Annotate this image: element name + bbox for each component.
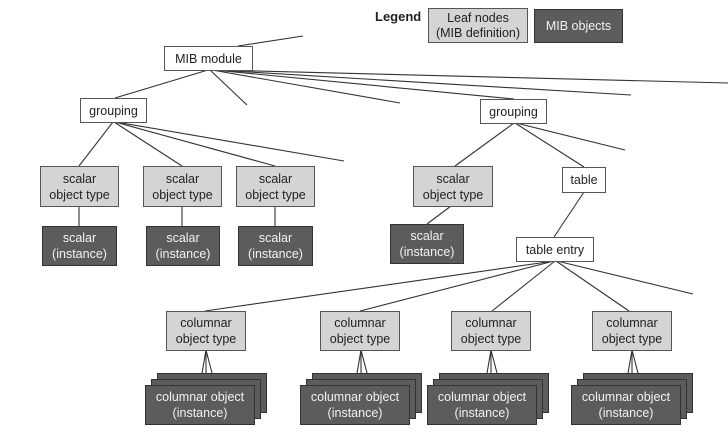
node-line2: object type <box>175 332 237 346</box>
mib-module-label: MIB module <box>175 51 242 66</box>
scalar-instance-node: scalar (instance) <box>238 226 313 266</box>
edge-table-entry <box>553 191 585 238</box>
node-line2: (instance) <box>248 247 303 261</box>
table-node: table <box>562 167 606 193</box>
node-line2: (instance) <box>172 406 228 420</box>
scalar-object-type-node: scalar object type <box>40 166 119 207</box>
columnar-instance-node: columnar object (instance) <box>300 385 410 425</box>
edge-grouping-scalar-2 <box>113 121 183 167</box>
legend-leaf-line2: (MIB definition) <box>435 25 521 40</box>
node-line2: object type <box>152 187 213 202</box>
node-line2: object type <box>49 187 110 202</box>
scalar-object-type-node: scalar object type <box>413 166 493 207</box>
columnar-object-type-node: columnar object type <box>166 311 246 351</box>
legend-objects-label: MIB objects <box>545 19 612 33</box>
node-line2: (instance) <box>399 245 455 259</box>
edge-module-grouping-left <box>114 69 209 99</box>
node-line2: (instance) <box>155 247 211 261</box>
columnar-instance-node: columnar object (instance) <box>571 385 681 425</box>
edge-grouping-scalar-1 <box>78 121 114 167</box>
scalar-instance-node: scalar (instance) <box>146 226 220 266</box>
grouping-node-right: grouping <box>480 99 547 124</box>
scalar-object-type-node: scalar object type <box>143 166 222 207</box>
edge-columnar-instance <box>490 349 498 374</box>
table-label: table <box>570 173 598 187</box>
edge-grouping-scalar-4 <box>454 122 515 167</box>
node-line2: object type <box>245 187 306 202</box>
edge-columnar-instance <box>205 349 213 374</box>
grouping-node-left: grouping <box>80 98 147 123</box>
columnar-object-type-node: columnar object type <box>451 311 531 351</box>
node-line1: columnar <box>465 316 517 330</box>
scalar-instance-node: scalar (instance) <box>390 224 464 264</box>
edge-scalar-instance-4 <box>426 205 452 225</box>
edge-grouping-table <box>514 122 585 168</box>
node-line2: (instance) <box>598 406 654 420</box>
scalar-object-type-node: scalar object type <box>236 166 315 207</box>
node-line1: columnar object <box>581 390 671 404</box>
node-line1: scalar <box>165 171 200 186</box>
edge-module-grouping-right <box>213 69 515 100</box>
node-line1: columnar object <box>155 390 245 404</box>
grouping-label: grouping <box>89 103 138 118</box>
node-line1: scalar <box>258 171 293 186</box>
node-line1: scalar <box>62 231 97 245</box>
edge-module-stub <box>215 69 632 96</box>
grouping-label: grouping <box>489 104 538 119</box>
node-line1: columnar <box>334 316 386 330</box>
edge-entry-columnar-4 <box>555 260 630 312</box>
legend-title: Legend <box>375 9 422 24</box>
node-line1: scalar <box>410 229 444 243</box>
edge-module-parent <box>237 35 304 47</box>
edge-columnar-instance <box>360 349 368 374</box>
edge-entry-columnar-2 <box>359 260 555 312</box>
edge-entry-columnar-1 <box>204 260 555 312</box>
node-line1: scalar <box>258 231 293 245</box>
legend-leaf-line1: Leaf nodes <box>447 10 509 25</box>
columnar-instance-node: columnar object (instance) <box>427 385 537 425</box>
edge-entry-stub <box>556 260 694 295</box>
node-line2: object type <box>422 187 484 202</box>
edge-module-stub <box>217 69 728 84</box>
edge-grouping-stub <box>115 121 345 162</box>
node-line2: object type <box>329 332 391 346</box>
columnar-instance-node: columnar object (instance) <box>145 385 255 425</box>
mib-module-node: MIB module <box>164 46 253 71</box>
edge-module-stub <box>211 69 401 104</box>
edge-grouping-scalar-3 <box>114 121 276 167</box>
node-line1: columnar <box>180 316 232 330</box>
columnar-object-type-node: columnar object type <box>592 311 672 351</box>
node-line1: scalar <box>62 171 97 186</box>
node-line1: columnar <box>606 316 658 330</box>
edge-entry-columnar-3 <box>491 260 556 312</box>
scalar-instance-node: scalar (instance) <box>42 226 117 266</box>
node-line2: object type <box>601 332 663 346</box>
node-line1: columnar object <box>437 390 527 404</box>
table-entry-label: table entry <box>525 242 585 257</box>
edge-columnar-instance <box>631 349 639 374</box>
node-line2: (instance) <box>52 247 107 261</box>
node-line1: scalar <box>436 171 470 186</box>
table-entry-node: table entry <box>516 237 594 262</box>
node-line1: columnar object <box>310 390 400 404</box>
edge-grouping-stub <box>515 122 626 151</box>
node-line2: object type <box>460 332 522 346</box>
node-line1: scalar <box>166 231 200 245</box>
node-line2: (instance) <box>327 406 383 420</box>
legend-leaf-nodes: Leaf nodes (MIB definition) <box>428 8 528 43</box>
node-line2: (instance) <box>454 406 510 420</box>
columnar-object-type-node: columnar object type <box>320 311 400 351</box>
edge-module-stub <box>209 69 248 106</box>
legend-mib-objects: MIB objects <box>534 9 623 43</box>
